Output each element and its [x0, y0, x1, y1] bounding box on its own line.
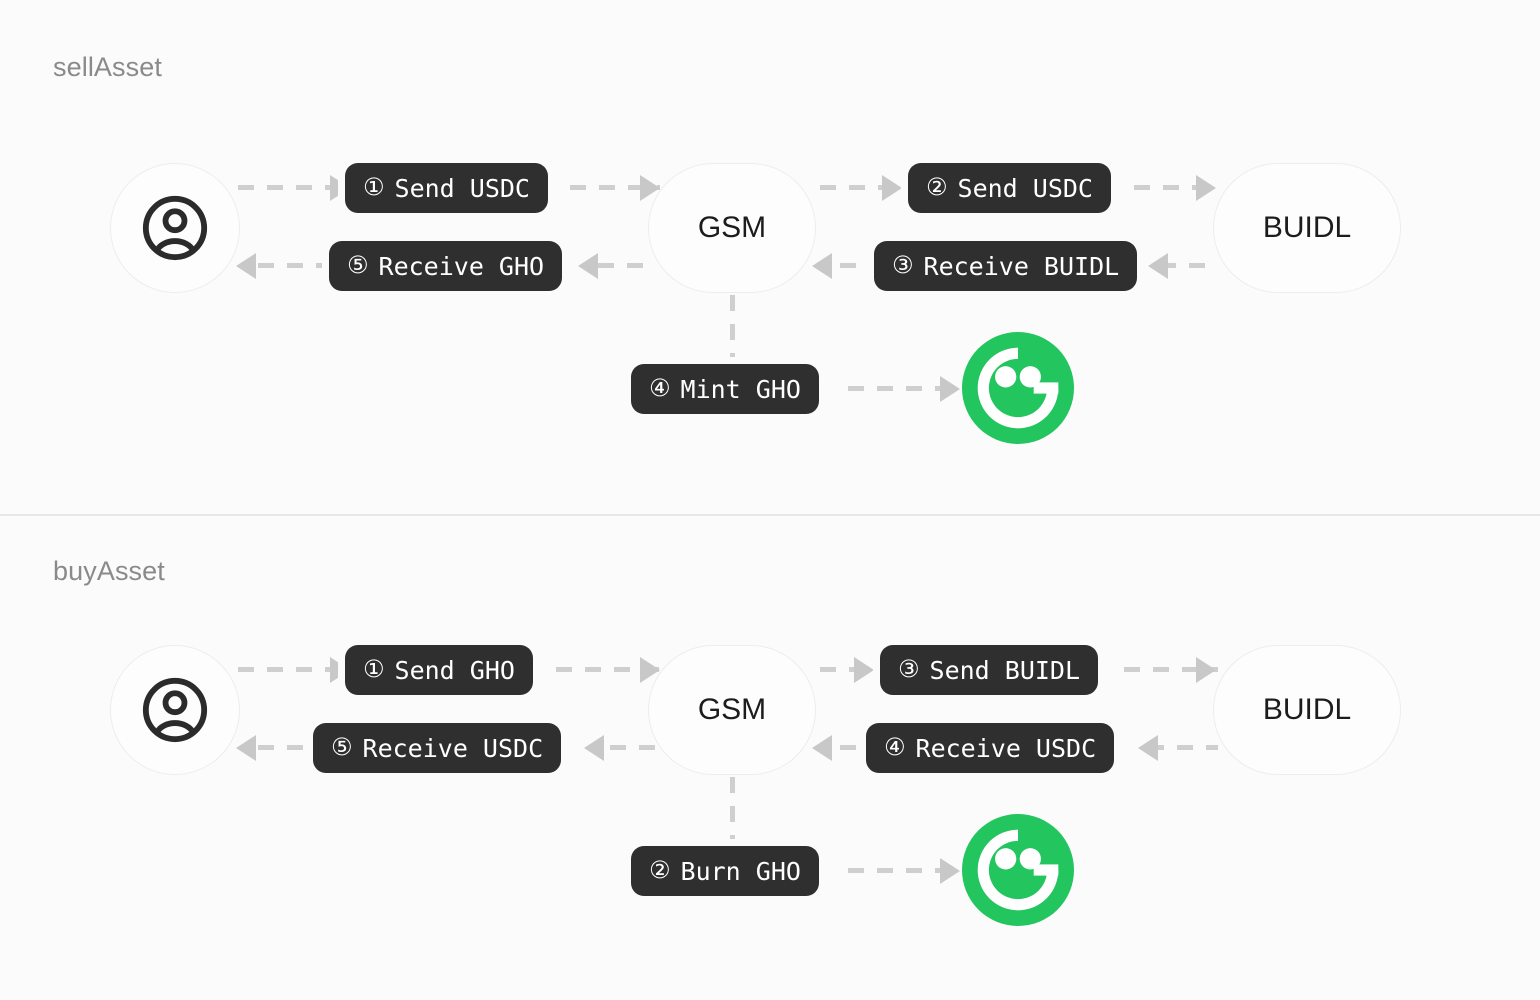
step-number: ④: [649, 374, 671, 402]
connector-step2-to-buidl: [1134, 185, 1218, 190]
connector-gsm-to-step5: [598, 263, 656, 268]
connector-user-to-step1: [238, 185, 336, 190]
gho-logo-icon: [962, 332, 1074, 444]
step-label: Receive BUIDL: [923, 251, 1120, 281]
connector-step3-to-gsm: [840, 263, 882, 268]
connector-gsm-to-step2: [820, 185, 908, 190]
node-user-sell[interactable]: [110, 163, 240, 293]
step-label: Receive USDC: [362, 733, 544, 763]
step-number: ①: [363, 655, 385, 683]
step-number: ⑤: [331, 733, 353, 761]
node-gsm-buy[interactable]: GSM: [648, 645, 816, 775]
connector-step1-to-gsm: [556, 667, 660, 672]
arrowhead-right: [882, 175, 902, 201]
connector-gsm-to-step5: [610, 745, 656, 750]
step-label: Burn GHO: [680, 856, 801, 886]
arrowhead-left: [1148, 253, 1168, 279]
connector-step5-to-user: [258, 745, 314, 750]
node-buidl-buy[interactable]: BUIDL: [1213, 645, 1401, 775]
gho-logo-icon: [962, 814, 1074, 926]
arrowhead-right: [1196, 175, 1216, 201]
step-label: Receive GHO: [378, 251, 545, 281]
arrowhead-left: [236, 735, 256, 761]
arrowhead-right: [854, 657, 874, 683]
step-label: Receive USDC: [915, 733, 1097, 763]
step-number: ②: [649, 856, 671, 884]
arrowhead-left: [236, 253, 256, 279]
connector-step2-to-gho: [848, 868, 954, 873]
arrowhead-right: [940, 376, 960, 402]
arrowhead-left: [584, 735, 604, 761]
section-title-sell-asset: sellAsset: [53, 52, 162, 82]
node-user-buy[interactable]: [110, 645, 240, 775]
arrowhead-left: [578, 253, 598, 279]
step-pill-buy-1[interactable]: ① Send GHO: [345, 645, 533, 695]
step-label: Send GHO: [394, 655, 515, 685]
step-label: Send BUIDL: [929, 655, 1081, 685]
arrowhead-left: [812, 253, 832, 279]
arrowhead-right: [640, 657, 660, 683]
step-number: ③: [892, 251, 914, 279]
step-label: Send USDC: [957, 173, 1093, 203]
step-pill-sell-2[interactable]: ② Send USDC: [908, 163, 1111, 213]
connector-step4-to-gho: [848, 386, 954, 391]
connector-gsm-to-step4: [730, 295, 735, 365]
user-avatar-icon: [142, 195, 208, 261]
step-pill-buy-2[interactable]: ② Burn GHO: [631, 846, 819, 896]
node-gsm-sell[interactable]: GSM: [648, 163, 816, 293]
step-number: ③: [898, 655, 920, 683]
step-pill-buy-4[interactable]: ④ Receive USDC: [866, 723, 1115, 773]
section-sell-asset: sellAsset GSM BUIDL: [53, 52, 1401, 444]
section-title-buy-asset: buyAsset: [53, 556, 165, 586]
arrowhead-right: [940, 858, 960, 884]
step-number: ②: [926, 173, 948, 201]
step-label: Mint GHO: [680, 374, 801, 404]
step-pill-buy-5[interactable]: ⑤ Receive USDC: [313, 723, 562, 773]
step-number: ①: [363, 173, 385, 201]
arrowhead-left: [812, 735, 832, 761]
connector-buidl-to-step4: [1148, 745, 1218, 750]
node-buidl-sell[interactable]: BUIDL: [1213, 163, 1401, 293]
connector-step3-to-buidl: [1124, 667, 1218, 672]
arrowhead-left: [1138, 735, 1158, 761]
connector-step4-to-gsm: [840, 745, 870, 750]
connector-step1-to-gsm: [570, 185, 660, 190]
section-divider: [0, 514, 1540, 516]
arrowhead-right: [1196, 657, 1216, 683]
step-number: ⑤: [347, 251, 369, 279]
arrowhead-right: [640, 175, 660, 201]
connector-buidl-to-step3: [1160, 263, 1218, 268]
step-pill-buy-3[interactable]: ③ Send BUIDL: [880, 645, 1099, 695]
connector-gsm-to-step3: [820, 667, 880, 672]
connector-gsm-to-step2: [730, 777, 735, 847]
step-number: ④: [884, 733, 906, 761]
step-label: Send USDC: [394, 173, 530, 203]
connector-user-to-step1: [238, 667, 336, 672]
connector-step5-to-user: [258, 263, 330, 268]
step-pill-sell-4[interactable]: ④ Mint GHO: [631, 364, 819, 414]
user-avatar-icon: [142, 677, 208, 743]
step-pill-sell-5[interactable]: ⑤ Receive GHO: [329, 241, 563, 291]
step-pill-sell-1[interactable]: ① Send USDC: [345, 163, 548, 213]
step-pill-sell-3[interactable]: ③ Receive BUIDL: [874, 241, 1138, 291]
